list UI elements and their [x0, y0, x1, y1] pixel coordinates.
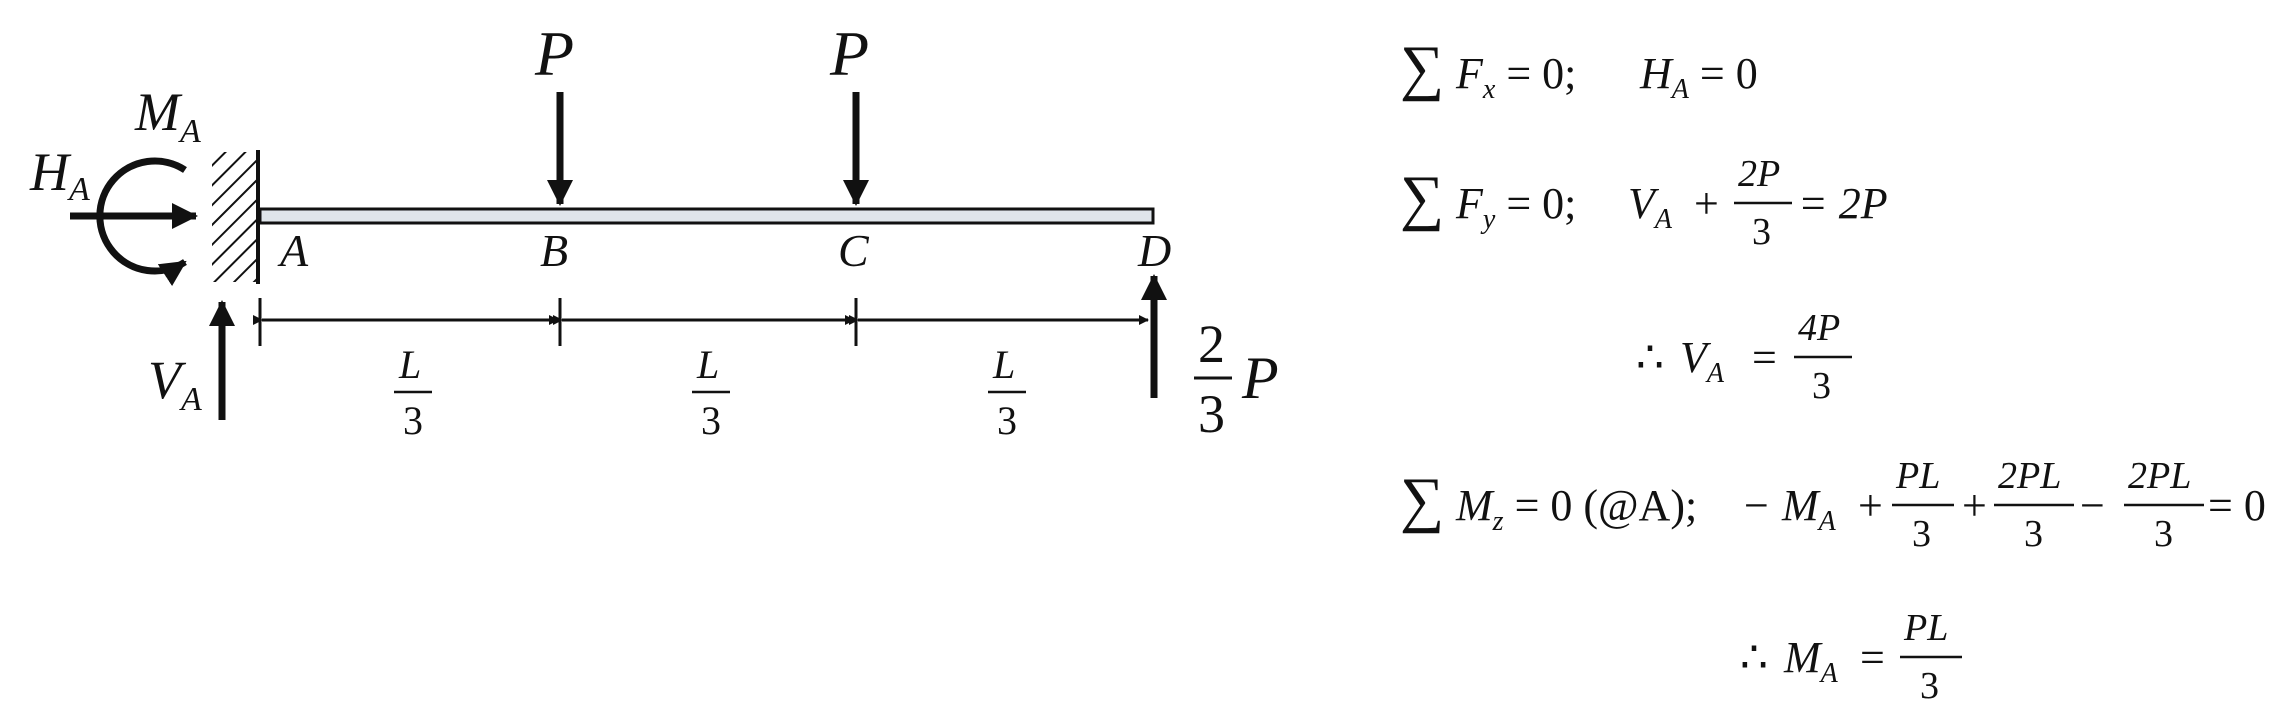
point-label-d: D [1137, 225, 1171, 276]
equation-va-result: ∴ VA = 4P 3 [1636, 307, 1852, 407]
moment-arrow-ma [96, 157, 187, 287]
svg-text:Fx = 0;: Fx = 0; [1455, 49, 1576, 105]
svg-text:VA: VA [1628, 179, 1673, 235]
beam [258, 207, 1155, 225]
equation-sum-mz: ∑ Mz = 0 (@A); − MA + PL 3 + 2PL 3 − 2PL… [1400, 455, 2266, 555]
svg-text:3: 3 [1812, 365, 1831, 407]
span-1-num: L [398, 342, 421, 387]
reaction-d-den: 3 [1198, 384, 1225, 444]
svg-text:∑: ∑ [1400, 34, 1444, 102]
equation-sum-fx: ∑ Fx = 0; HA = 0 [1400, 34, 1758, 105]
svg-text:−: − [2080, 481, 2105, 530]
fixed-support-wall [212, 152, 258, 282]
svg-text:PL: PL [1895, 455, 1940, 497]
span-2-num: L [696, 342, 719, 387]
load-label-b: P [534, 18, 574, 89]
svg-text:= 0: = 0 [2208, 481, 2266, 530]
svg-text:PL: PL [1903, 607, 1948, 649]
svg-text:MA: MA [1783, 633, 1839, 689]
svg-text:+: + [1694, 179, 1719, 228]
svg-text:2P: 2P [1738, 153, 1780, 195]
point-label-a: A [277, 225, 309, 276]
svg-text:∑: ∑ [1400, 164, 1444, 232]
reaction-d-var: P [1241, 345, 1279, 411]
svg-text:2PL: 2PL [1998, 455, 2061, 497]
span-3-num: L [992, 342, 1015, 387]
reaction-d-num: 2 [1198, 314, 1225, 374]
span-1-den: 3 [403, 398, 423, 443]
svg-text:2PL: 2PL [2128, 455, 2191, 497]
svg-text:=: = [1752, 333, 1777, 382]
point-label-b: B [540, 225, 568, 276]
svg-text:∴: ∴ [1636, 333, 1664, 382]
svg-text:∑: ∑ [1400, 466, 1444, 534]
equation-sum-fy: ∑ Fy = 0; VA + 2P 3 = 2P [1400, 153, 1888, 253]
svg-text:3: 3 [1752, 211, 1771, 253]
svg-text:3: 3 [2154, 513, 2173, 555]
svg-text:+: + [1962, 481, 1987, 530]
svg-text:3: 3 [2024, 513, 2043, 555]
svg-text:HA = 0: HA = 0 [1639, 49, 1758, 105]
svg-text:∴: ∴ [1740, 633, 1768, 682]
span-2-den: 3 [701, 398, 721, 443]
point-label-c: C [838, 225, 870, 276]
reaction-label-ha: HA [29, 142, 90, 208]
svg-text:3: 3 [1912, 513, 1931, 555]
svg-text:+: + [1858, 481, 1883, 530]
reaction-label-va: VA [148, 350, 202, 418]
span-3-den: 3 [997, 398, 1017, 443]
svg-text:MA: MA [1781, 481, 1837, 537]
svg-text:Mz = 0 (@A);: Mz = 0 (@A); [1455, 481, 1697, 537]
svg-text:Fy = 0;: Fy = 0; [1455, 179, 1576, 235]
svg-text:3: 3 [1920, 665, 1939, 707]
equation-ma-result: ∴ MA = PL 3 [1740, 607, 1962, 707]
reaction-label-ma: MA [134, 82, 201, 150]
svg-text:−: − [1744, 481, 1769, 530]
svg-text:VA: VA [1680, 333, 1725, 389]
load-label-c: P [829, 18, 869, 89]
svg-text:4P: 4P [1798, 307, 1840, 349]
svg-text:= 2P: = 2P [1798, 179, 1888, 228]
svg-text:=: = [1860, 633, 1885, 682]
